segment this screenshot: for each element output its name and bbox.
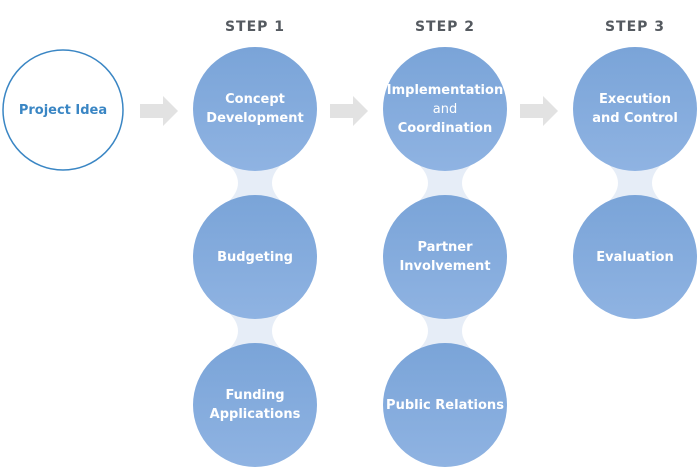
connector-step1-2 xyxy=(227,311,283,351)
node-text-line: and Control xyxy=(592,111,678,126)
node-text-line: Execution xyxy=(599,92,671,107)
node-circle-step1-1 xyxy=(193,47,317,171)
project-idea-label: Project Idea xyxy=(2,49,124,171)
node-text-line: Evaluation xyxy=(596,249,674,265)
node-circle-step2-2 xyxy=(383,195,507,319)
node-text-line: Funding xyxy=(225,388,285,403)
node-funding-applications: Funding Applications xyxy=(193,343,317,467)
node-circle-step1-3 xyxy=(193,343,317,467)
node-text-line: Implementation xyxy=(386,82,504,98)
node-text-line: Development xyxy=(206,111,304,126)
node-text-line: Partner xyxy=(417,240,473,255)
node-text-line: Concept xyxy=(225,92,285,107)
node-circle-step2-3 xyxy=(383,343,507,467)
node-text-line: Coordination xyxy=(397,120,493,136)
step-2-title: STEP 2 xyxy=(414,19,476,35)
step-3-title: STEP 3 xyxy=(604,19,666,35)
node-public-relations: Public Relations xyxy=(383,343,507,467)
connector-step1-1 xyxy=(227,163,283,203)
node-concept-development: Concept Development xyxy=(193,47,317,171)
step-1-title: STEP 1 xyxy=(224,19,286,35)
node-implementation-coordination: Implementation and Coordination xyxy=(383,47,507,171)
node-execution-control: Execution and Control xyxy=(573,47,697,171)
project-idea-circle xyxy=(2,49,124,171)
connector-step3-1 xyxy=(607,163,663,203)
node-text-line: Public Relations xyxy=(386,397,504,413)
arrow-step1-to-step2 xyxy=(330,96,368,126)
arrow-step2-to-step3 xyxy=(520,96,558,126)
node-budgeting: Budgeting xyxy=(193,195,317,319)
node-text-line: Budgeting xyxy=(217,249,293,265)
node-circle-step2-1 xyxy=(383,47,507,171)
node-circle-step1-2 xyxy=(193,195,317,319)
connector-step2-1 xyxy=(417,163,473,203)
node-text-line: Applications xyxy=(209,407,301,422)
project-idea-text: Project Idea xyxy=(18,102,108,118)
arrow-idea-to-step1 xyxy=(140,96,178,126)
node-evaluation: Evaluation xyxy=(573,195,697,319)
node-circle-step3-1 xyxy=(573,47,697,171)
node-text-line: Involvement xyxy=(399,259,491,274)
node-circle-step3-2 xyxy=(573,195,697,319)
connector-step2-2 xyxy=(417,311,473,351)
node-partner-involvement: Partner Involvement xyxy=(383,195,507,319)
node-text-line: and xyxy=(432,101,458,117)
